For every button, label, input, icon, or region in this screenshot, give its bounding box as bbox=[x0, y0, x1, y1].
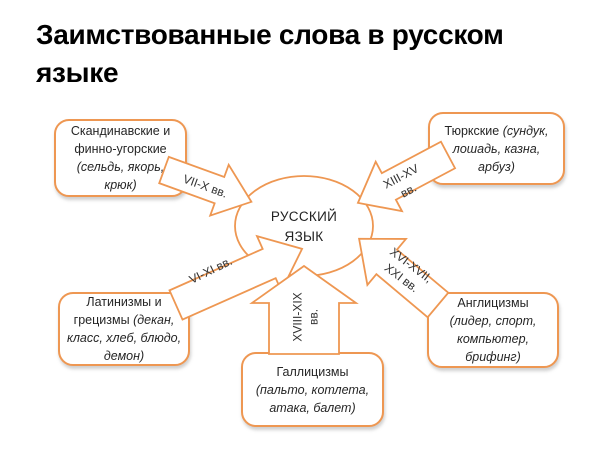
group-examples: (лидер, спорт, компьютер, брифинг) bbox=[449, 314, 537, 364]
arrow-anglicisms bbox=[358, 237, 450, 319]
center-label-line-1: РУССКИЙ bbox=[270, 208, 338, 224]
group-label: Латинизмы и грецизмы bbox=[73, 295, 162, 327]
group-box-anglicisms: Англицизмы (лидер, спорт, компьютер, бри… bbox=[427, 292, 559, 368]
center-label-line-2: ЯЗЫК bbox=[284, 229, 324, 244]
period-line: XVIII-XIX bbox=[290, 292, 305, 342]
arrow-gallicisms bbox=[249, 264, 359, 355]
center-label: РУССКИЙ ЯЗЫК bbox=[244, 207, 364, 248]
group-examples: (декан, класс, хлеб, блюдо, демон) bbox=[66, 313, 182, 363]
group-box-latin-greek: Латинизмы и грецизмы (декан, класс, хлеб… bbox=[58, 292, 190, 366]
group-box-text: Тюркские (сундук, лошадь, казна, арбуз) bbox=[436, 122, 557, 176]
group-examples: (сундук, лошадь, казна, арбуз) bbox=[452, 123, 549, 174]
arrow-scandinavian bbox=[158, 155, 253, 217]
slide-title-line-2: языке bbox=[36, 57, 119, 89]
group-label: Англицизмы bbox=[457, 296, 529, 310]
group-box-gallicisms: Галлицизмы (пальто, котлета, атака, бале… bbox=[241, 352, 384, 427]
group-box-text: Латинизмы и грецизмы (декан, класс, хлеб… bbox=[63, 293, 185, 365]
group-examples: (сельдь, якорь, крюк) bbox=[76, 160, 165, 192]
period-line: вв. bbox=[306, 308, 320, 326]
group-examples: (пальто, котлета, атака, балет) bbox=[255, 382, 370, 415]
group-label: Тюркские bbox=[444, 123, 500, 138]
slide-title-line-1: Заимствованные слова в русском bbox=[36, 19, 504, 50]
arrow-latin-greek bbox=[168, 234, 304, 321]
group-box-turkic: Тюркские (сундук, лошадь, казна, арбуз) bbox=[428, 112, 565, 185]
group-box-text: Скандинавские и финно-угорские (сельдь, … bbox=[60, 122, 181, 194]
group-label: Галлицизмы bbox=[276, 364, 349, 379]
group-box-text: Англицизмы (лидер, спорт, компьютер, бри… bbox=[433, 294, 553, 366]
group-label: Скандинавские и финно-угорские bbox=[70, 124, 171, 156]
group-box-text: Галлицизмы (пальто, котлета, атака, бале… bbox=[253, 363, 372, 417]
slide-title: Заимствованные слова в русском языке bbox=[36, 16, 576, 92]
arrow-turkic bbox=[356, 140, 457, 213]
